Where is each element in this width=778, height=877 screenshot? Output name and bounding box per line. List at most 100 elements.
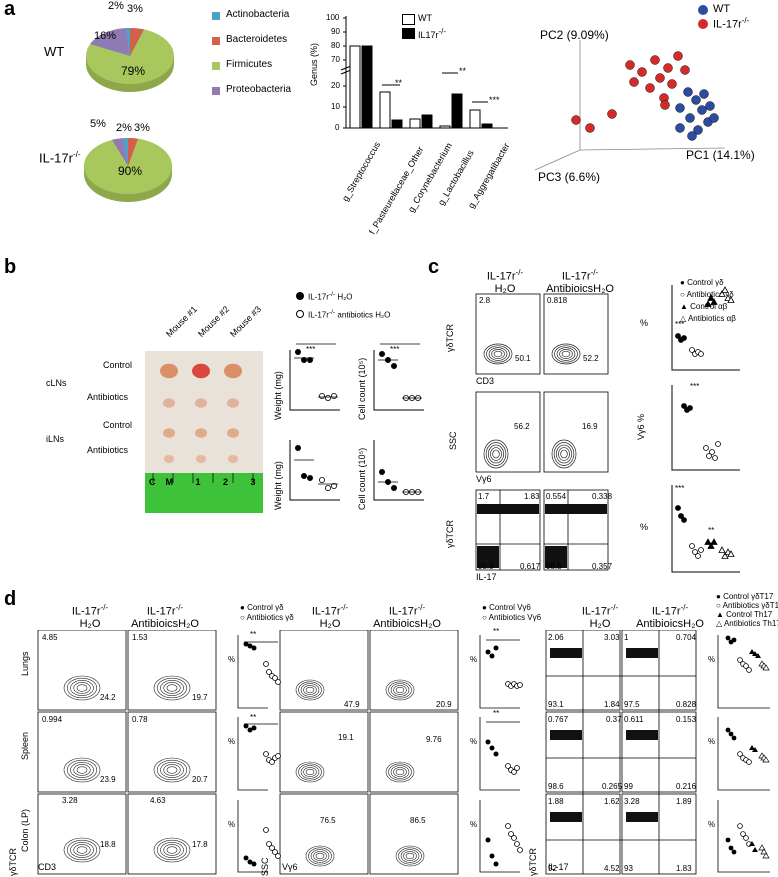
d1-blob-4-ring-2	[70, 842, 94, 858]
d3-xlabel: IL-17	[548, 862, 569, 872]
d-dot-f-0-1	[247, 643, 253, 649]
c-r3-r-band	[545, 504, 607, 514]
d3-dot-f-0-2	[731, 637, 737, 643]
d-dot-f-3-2	[493, 645, 499, 651]
d3-col-title-1: IL-17r-/-H₂O	[581, 603, 619, 630]
d1-blob-0-ring-1	[66, 677, 98, 699]
c-dot-1-0	[689, 347, 695, 353]
d3-r1-n3: 93.1	[548, 700, 564, 709]
pca-point-wt-11	[709, 113, 719, 123]
d3-band-2	[550, 730, 582, 740]
c-s2-ylabel: Vγ6 %	[636, 413, 646, 440]
pie-wt-pct-2: 3%	[127, 3, 143, 15]
c-dot-1-3	[698, 351, 704, 357]
d3-dot-o-0-0	[737, 657, 743, 663]
d-dot-o-1-2	[269, 759, 275, 765]
d2-blob-5-ring-3	[403, 851, 417, 861]
d1-blob-0-ring-0	[63, 675, 101, 701]
c-tri-8-2	[710, 538, 718, 545]
c-tri-3-3	[727, 296, 735, 303]
c-r2-l-ring-4	[492, 449, 500, 459]
d2-blob-4-ring-0	[305, 845, 335, 867]
genus-bar-6	[439, 125, 451, 129]
d-dot-f-2-1	[247, 859, 253, 865]
d2-blob-3-ring-4	[395, 768, 405, 776]
d1-blob-2-ring-2	[70, 762, 94, 778]
d-dot-o-1-4	[275, 753, 281, 759]
d2-xlabel: Vγ6	[282, 862, 298, 872]
d1-pct-1: %	[228, 655, 236, 664]
c-tri-8-0	[704, 538, 712, 545]
c-col-title-1: IL-17r-/-H₂O	[486, 268, 524, 295]
c-summary-plots	[650, 280, 770, 585]
d3-band-3	[626, 730, 658, 740]
d2-blob-0-ring-2	[300, 683, 320, 697]
d1-blob-5-ring-1	[156, 839, 188, 861]
genus-sig-1: **	[395, 78, 403, 88]
d1-blob-4-ring-4	[76, 846, 88, 854]
lymph-node-3-1	[196, 455, 206, 463]
d-dot-o-5-3	[514, 841, 520, 847]
d3-dot-f-0-0	[725, 635, 731, 641]
d3-dot-f-2-1	[728, 845, 734, 851]
d-dot-o-2-4	[275, 853, 281, 859]
pie-ko-label: IL-17r-/-	[39, 150, 81, 166]
c-r3-n1: 1.7	[478, 492, 490, 501]
c-s3-pct: %	[640, 522, 649, 532]
d2-blob-2-ring-3	[303, 767, 317, 777]
d1-blob-1-ring-0	[153, 675, 191, 701]
c-col-title-2: IL-17r-/-AntibioicsH₂O	[546, 268, 614, 295]
d-dot-o-5-2	[511, 835, 517, 841]
pca-point-wt-5	[693, 125, 703, 135]
pca-point-ko-12	[571, 115, 581, 125]
d3-legend-4: △ Antibiotics Th17	[716, 619, 778, 628]
d3-r3-n5: 3.28	[624, 797, 640, 806]
c-r1-n3: 0.818	[547, 296, 568, 305]
c-r1-r-ring-4	[561, 350, 571, 358]
d1-blob-0-ring-3	[73, 682, 91, 694]
d2-blob-3-ring-0	[385, 761, 415, 783]
c-dot-4-0	[681, 403, 687, 409]
d-dot-o-3-4	[517, 682, 523, 688]
c-r2-r-ring-0	[551, 439, 577, 469]
c-r1-r-ring-0	[551, 343, 581, 365]
panel-letter-d: d	[4, 588, 17, 610]
genus-bar-8	[469, 109, 481, 129]
pca-legend-wt: WT	[713, 3, 731, 15]
c-r1-r-ring-3	[559, 349, 573, 359]
pca-pc1: PC1 (14.1%)	[686, 148, 755, 162]
d3-r1-n7: 97.5	[624, 700, 640, 709]
d3-r2-n8: 0.216	[676, 782, 697, 791]
b-legend-2: IL-17r-/- antibiotics H₂O	[308, 309, 391, 320]
d3-r3-n2: 1.62	[604, 797, 620, 806]
d-dot-o-4-2	[511, 769, 517, 775]
c-r3-n5: 0.554	[546, 492, 567, 501]
d-dot-f-2-0	[243, 855, 249, 861]
d1-blob-1-ring-2	[160, 680, 184, 696]
mouse-label-1: Mouse #1	[164, 304, 200, 340]
d3-tri-f-1-1	[752, 747, 758, 752]
d1-r2-n4: 20.7	[192, 775, 208, 784]
genus-bar-2	[379, 91, 391, 129]
d3-legend-1: ● Control γδT17	[716, 592, 774, 601]
c-r1-n2: 50.1	[515, 354, 531, 363]
lymph-node-3-0	[164, 455, 174, 463]
pca-point-ko-14	[680, 65, 690, 75]
b-count-ylabel-1: Cell count (10⁵)	[357, 357, 367, 420]
d1-col-title-1: IL-17r-/-H₂O	[71, 603, 109, 630]
d3-band-1	[626, 648, 658, 658]
d1-r3-n2: 18.8	[100, 840, 116, 849]
c-dot-7-1	[692, 549, 698, 555]
d-dot-f-5-2	[493, 861, 499, 867]
c-dot-7-3	[698, 547, 704, 553]
d2-blob-4-ring-2	[310, 849, 330, 863]
d3-dot-o-2-0	[737, 823, 743, 829]
d1-blob-2-ring-4	[76, 766, 88, 774]
d1-r3-n1: 3.28	[62, 796, 78, 805]
d1-blob-3-ring-0	[153, 757, 191, 783]
c-tri-3-0	[718, 290, 726, 297]
d3-r1-n4: 1.84	[604, 700, 620, 709]
d3-dot-f-2-2	[731, 849, 737, 855]
d-dot-f-5-1	[489, 853, 495, 859]
ruler-text: CM 1 2 3	[149, 477, 266, 487]
